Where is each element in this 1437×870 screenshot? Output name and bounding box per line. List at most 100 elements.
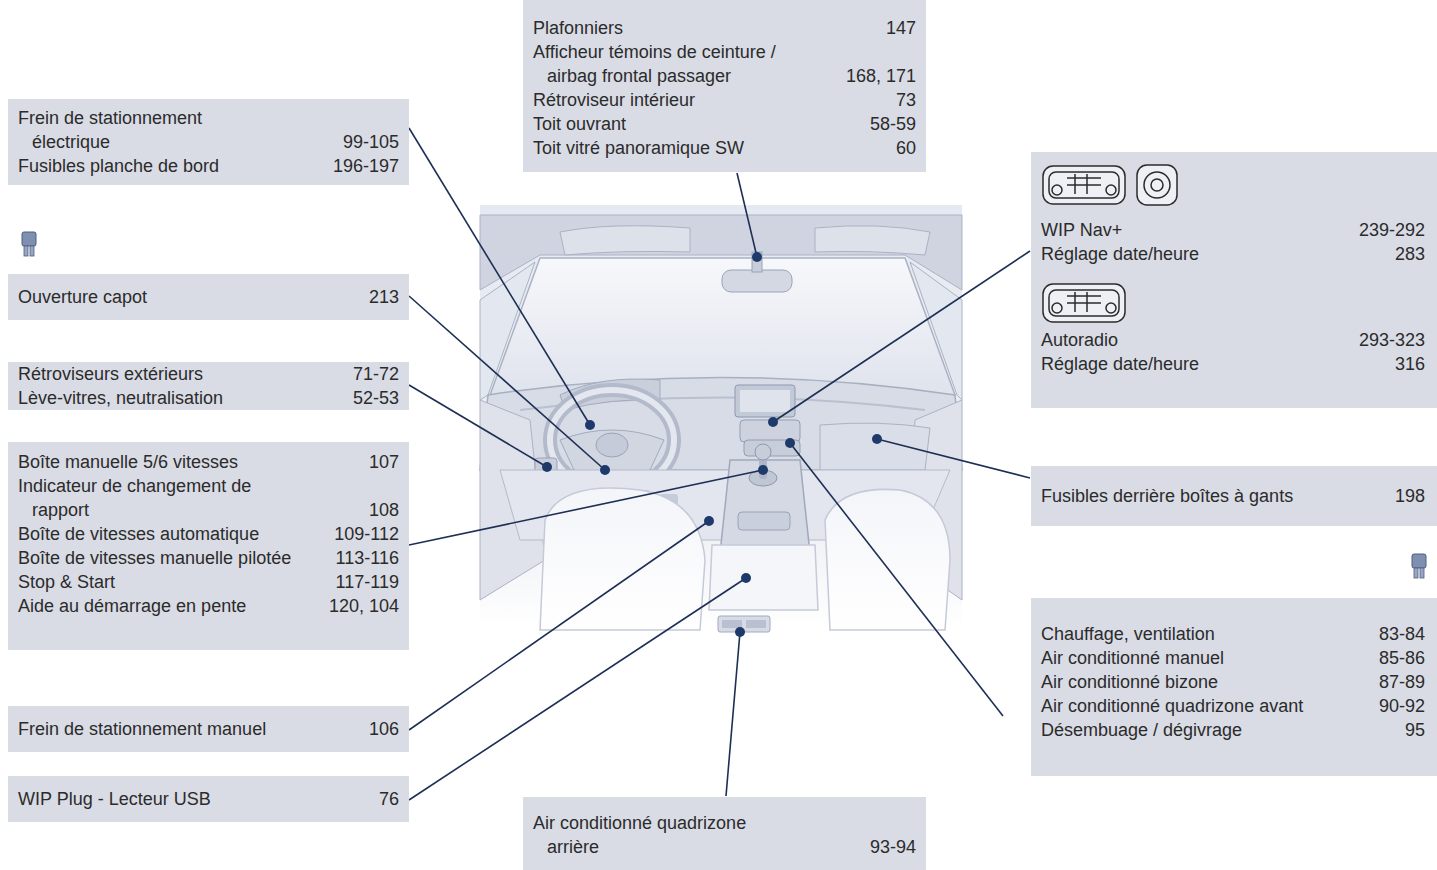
callout-row: Frein de stationnement électrique 99-105 [18,106,399,154]
callout-row: Fusibles derrière boîtes à gants 198 [1041,484,1425,508]
page-number: 76 [379,787,399,811]
callout-row: Frein de stationnement manuel106 [18,717,399,741]
page-number: 239-292 [1359,218,1425,242]
callout-box: Rétroviseurs extérieurs71-72Lève-vitres,… [8,362,409,410]
item-label: Stop & Start [18,570,115,594]
page-number: 108 [369,498,399,522]
callout-row: Plafonniers 147 [533,16,916,40]
item-label: Ouverture capot [18,285,147,309]
page-number: 52-53 [353,386,399,410]
item-label: Fusibles planche de bord [18,154,219,178]
page-number: 95 [1405,718,1425,742]
callout-box: Plafonniers 147Afficheur témoins de ceint… [523,0,926,172]
radio-icon [1043,166,1125,204]
page-number: 73 [896,88,916,112]
callout-row: Lève-vitres, neutralisation 52-53 [18,386,399,410]
item-label: Air conditionné quadrizone arrière [533,811,757,859]
page-number: 213 [369,285,399,309]
page-number: 117-119 [336,570,399,594]
callout-box: Ouverture capot 213 [8,274,409,320]
interior-drawing [480,205,962,632]
callout-row: WIP Plug - Lecteur USB 76 [18,787,399,811]
page-number: 168, 171 [846,64,916,88]
page-number: 85-86 [1379,646,1425,670]
page-number: 58-59 [870,112,916,136]
callout-row: Réglage date/heure316 [1041,352,1425,376]
item-label: Lève-vitres, neutralisation [18,386,223,410]
callout-box: Air conditionné quadrizone arrière 93-94 [523,797,926,870]
callout-row: Air conditionné quadrizone avant 90-92 [1041,694,1425,718]
page-number: 196-197 [333,154,399,178]
callout-box: WIP Plug - Lecteur USB 76 [8,776,409,822]
callout-row: Air conditionné bizone 87-89 [1041,670,1425,694]
callout-row: Air conditionné quadrizone arrière 93-94 [533,811,916,859]
item-label: WIP Plug - Lecteur USB [18,787,211,811]
item-label: Indicateur de changement de rapport [18,474,304,522]
item-label: Réglage date/heure [1041,242,1199,266]
callout-box: Chauffage, ventilation83-84Air condition… [1031,598,1437,776]
item-label: Plafonniers [533,16,623,40]
fuse-icon [1412,554,1426,578]
page-number: 113-116 [336,546,399,570]
page-number: 93-94 [870,835,916,859]
item-label: Réglage date/heure [1041,352,1199,376]
item-label: WIP Nav+ [1041,218,1122,242]
item-label: Frein de stationnement électrique [18,106,282,154]
item-label: Afficheur témoins de ceinture / airbag f… [533,40,829,88]
item-label: Air conditionné manuel [1041,646,1224,670]
item-label: Air conditionné quadrizone avant [1041,694,1303,718]
item-label: Frein de stationnement manuel [18,717,266,741]
callout-row: Boîte de vitesses manuelle pilotée 113-11… [18,546,399,570]
item-label: Fusibles derrière boîtes à gants [1041,484,1293,508]
item-label: Air conditionné bizone [1041,670,1218,694]
callout-box: Frein de stationnement manuel106 [8,706,409,752]
fuse-icon [22,232,36,256]
callout-row: Chauffage, ventilation 83-84 [1041,622,1425,646]
leader-line-group [409,128,1030,800]
item-label: Aide au démarrage en pente [18,594,246,618]
callout-row: Aide au démarrage en pente 120, 104 [18,594,399,618]
callout-box: Boîte manuelle 5/6 vitesses107Indicateur… [8,442,409,650]
page-number: 109-112 [334,522,399,546]
page-number: 107 [369,450,399,474]
callout-box: Fusibles derrière boîtes à gants 198 [1031,466,1437,526]
control-knob-icon [1137,165,1177,205]
callout-box: WIP Nav+ 239-292Réglage date/heure 283Auto… [1031,152,1437,408]
page-number: 90-92 [1379,694,1425,718]
page-number: 198 [1395,484,1425,508]
callout-row: WIP Nav+ 239-292 [1041,218,1425,242]
radio-icon [1043,284,1125,322]
callout-row: Indicateur de changement de rapport 108 [18,474,399,522]
page-number: 71-72 [353,362,399,386]
page-number: 120, 104 [329,594,399,618]
item-label: Toit vitré panoramique SW [533,136,744,160]
callout-row: Rétroviseur intérieur 73 [533,88,916,112]
item-label: Désembuage / dégivrage [1041,718,1242,742]
callout-row: Réglage date/heure 283 [1041,242,1425,266]
item-label: Autoradio [1041,328,1118,352]
callout-row: Toit ouvrant 58-59 [533,112,916,136]
callout-row: Autoradio 293-323 [1041,328,1425,352]
page-number: 283 [1395,242,1425,266]
callout-row: Désembuage / dégivrage 95 [1041,718,1425,742]
item-label: Boîte de vitesses manuelle pilotée [18,546,291,570]
callout-row: Boîte manuelle 5/6 vitesses 107 [18,450,399,474]
callout-row: Fusibles planche de bord 196-197 [18,154,399,178]
item-label: Rétroviseur intérieur [533,88,695,112]
page-number: 99-105 [343,130,399,154]
callout-row: Boîte de vitesses automatique 109-112 [18,522,399,546]
page-number: 87-89 [1379,670,1425,694]
callout-row: Air conditionné manuel 85-86 [1041,646,1425,670]
page-number: 60 [896,136,916,160]
callout-row: Stop & Start 117-119 [18,570,399,594]
item-label: Toit ouvrant [533,112,626,136]
callout-row: Ouverture capot 213 [18,285,399,309]
page-number: 147 [886,16,916,40]
page-number: 83-84 [1379,622,1425,646]
item-label: Boîte manuelle 5/6 vitesses [18,450,238,474]
page-number: 293-323 [1359,328,1425,352]
callout-row: Afficheur témoins de ceinture / airbag f… [533,40,916,88]
item-label: Chauffage, ventilation [1041,622,1215,646]
item-label: Boîte de vitesses automatique [18,522,259,546]
